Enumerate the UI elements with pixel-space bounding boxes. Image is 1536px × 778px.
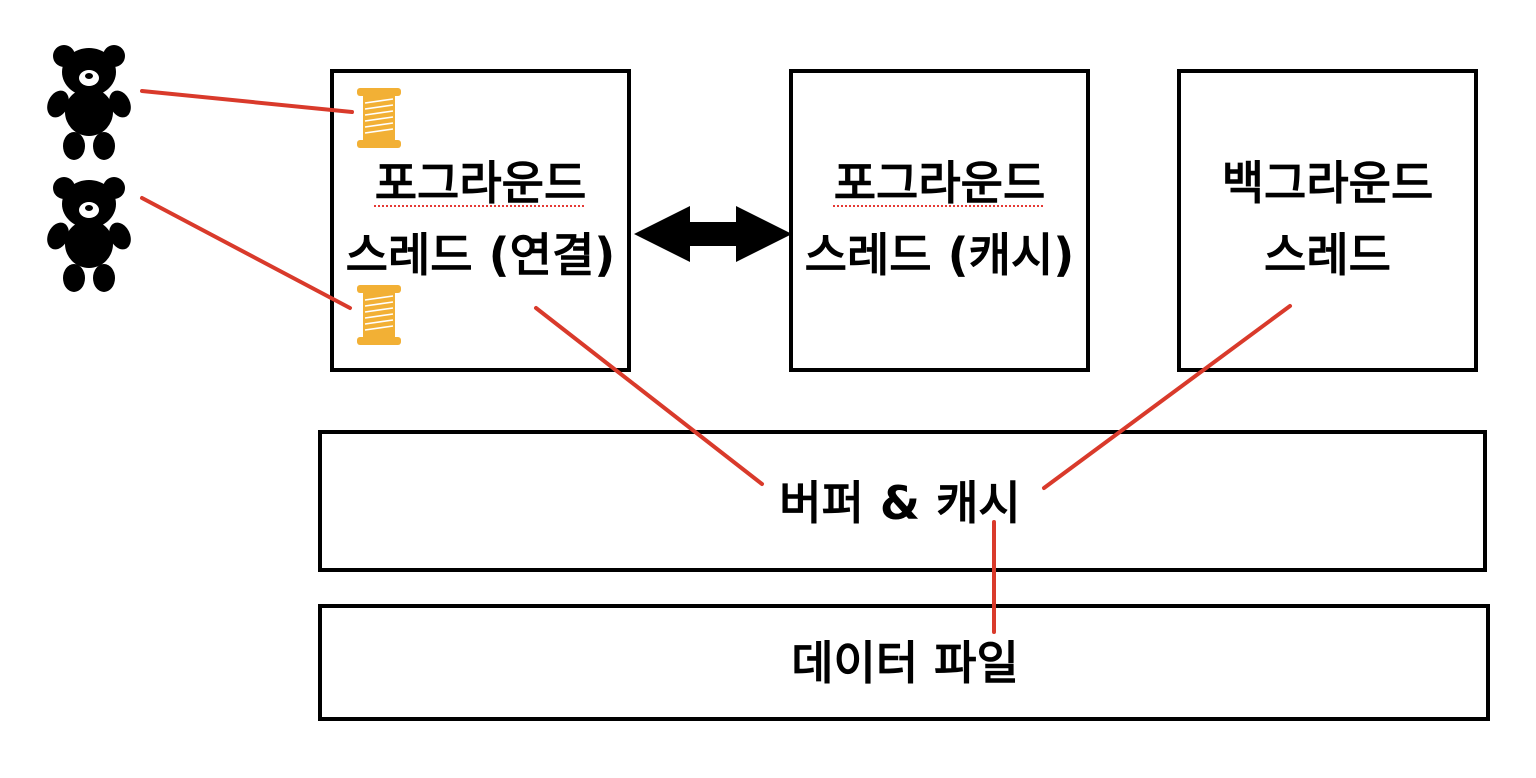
data-file-label: 데이터 파일 bbox=[791, 636, 1019, 690]
bg-line2: 스레드 bbox=[1264, 228, 1391, 282]
bear1-to-spool1-line bbox=[140, 89, 354, 114]
bear-icon bbox=[47, 45, 131, 160]
fg-cache-thread-box bbox=[789, 69, 1090, 372]
bear2-to-spool2-line bbox=[140, 196, 352, 310]
buffer-cache-box bbox=[318, 430, 1487, 572]
fg-connection-line1: 포그라운드 bbox=[374, 156, 587, 210]
data-file-box bbox=[318, 604, 1490, 721]
bear-icon bbox=[47, 177, 131, 292]
fg-cache-line1: 포그라운드 bbox=[833, 156, 1046, 210]
bg-thread-box bbox=[1177, 69, 1478, 372]
fg-connection-line2: 스레드 (연결) bbox=[345, 228, 616, 282]
spool-icon bbox=[357, 88, 401, 148]
buffer-cache-label: 버퍼 & 캐시 bbox=[779, 476, 1021, 530]
spool-icon bbox=[357, 285, 401, 345]
fg-cache-line2: 스레드 (캐시) bbox=[804, 228, 1075, 282]
double-arrow-icon bbox=[634, 206, 792, 262]
bg-line1: 백그라운드 bbox=[1221, 156, 1434, 210]
